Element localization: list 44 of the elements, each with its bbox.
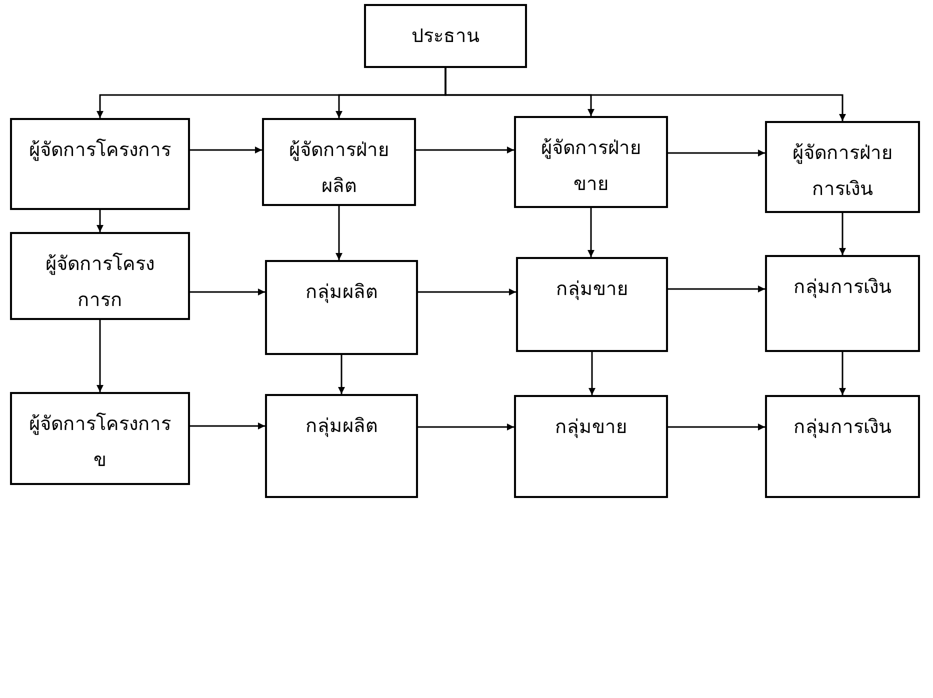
box-label: ผู้จัดการโครงการข <box>28 412 172 473</box>
org-box <box>514 116 668 208</box>
org-box <box>514 395 668 498</box>
org-box <box>765 255 920 352</box>
box-label: กลุ่มขาย <box>556 277 628 302</box>
arrow <box>588 352 596 395</box>
box-label: กลุ่มขาย <box>555 415 627 440</box>
box-label: กลุ่มผลิต <box>306 414 378 439</box>
arrow <box>96 320 104 392</box>
arrow <box>416 146 514 154</box>
arrow <box>668 286 765 292</box>
box-label: ผู้จัดการฝ่ายผลิต <box>288 138 390 199</box>
arrow <box>839 352 846 395</box>
box-label: ผู้จัดการโครงการก <box>44 252 156 313</box>
org-box <box>364 4 527 68</box>
org-box <box>765 121 920 213</box>
arrow <box>336 206 342 260</box>
arrow <box>190 288 265 296</box>
org-box <box>265 394 418 498</box>
arrow <box>668 150 765 156</box>
box-label: ผู้จัดการฝ่ายขาย <box>540 136 642 197</box>
org-box <box>10 232 190 320</box>
arrow <box>338 355 345 394</box>
org-box <box>265 260 418 355</box>
arrow <box>444 68 846 121</box>
box-label: ประธาน <box>412 24 480 49</box>
arrow <box>418 288 516 296</box>
box-label: กลุ่มการเงิน <box>794 275 892 300</box>
arrow <box>588 208 594 257</box>
box-label: กลุ่มผลิต <box>306 280 378 305</box>
box-label: ผู้จัดการโครงการ <box>29 138 171 163</box>
org-box <box>765 395 920 498</box>
org-box <box>262 118 416 206</box>
org-box <box>516 257 668 352</box>
box-label: ผู้จัดการฝ่ายการเงิน <box>792 141 894 202</box>
arrow <box>839 213 846 255</box>
arrow <box>190 146 262 154</box>
arrow <box>418 424 514 430</box>
arrow <box>96 210 104 232</box>
box-label: กลุ่มการเงิน <box>794 415 892 440</box>
arrow <box>668 424 765 430</box>
arrow <box>190 422 265 430</box>
org-box <box>10 392 190 485</box>
org-box <box>10 118 190 210</box>
